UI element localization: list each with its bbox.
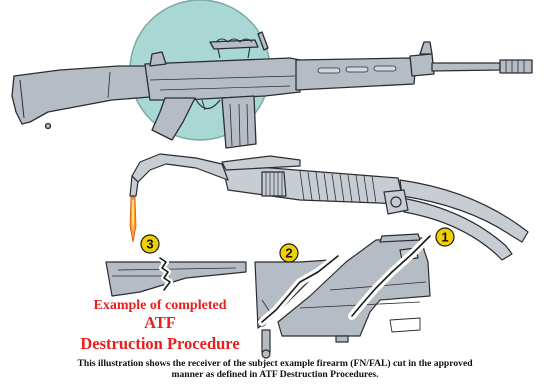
caption: This illustration shows the receiver of … — [6, 358, 544, 380]
caption-line1: This illustration shows the receiver of … — [77, 358, 473, 369]
receiver-piece-3 — [105, 261, 247, 297]
example-label-line1: Example of completed — [93, 298, 227, 313]
svg-text:1: 1 — [441, 230, 448, 245]
step-marker-3: 3 — [140, 234, 160, 254]
caption-line2: manner as defined in ATF Destruction Pro… — [171, 369, 379, 380]
cut-lines — [157, 232, 434, 326]
rifle-barrel — [431, 62, 501, 72]
rifle-illustration — [11, 0, 533, 149]
example-label-line2: ATF — [144, 313, 176, 332]
svg-text:3: 3 — [146, 237, 153, 252]
cutting-torch-illustration — [129, 153, 529, 261]
example-label-line3: Destruction Procedure — [80, 334, 240, 353]
rifle-receiver — [144, 57, 301, 101]
rifle-stock — [11, 65, 151, 125]
rifle-handguard — [295, 57, 417, 91]
step-marker-2: 2 — [279, 243, 299, 263]
rifle-magazine — [221, 95, 257, 149]
svg-text:2: 2 — [285, 246, 292, 261]
torch-hose-lower — [401, 197, 513, 261]
torch-hose-upper — [399, 179, 529, 243]
step-marker-1: 1 — [435, 227, 455, 247]
receiver-piece-1 — [277, 237, 431, 337]
